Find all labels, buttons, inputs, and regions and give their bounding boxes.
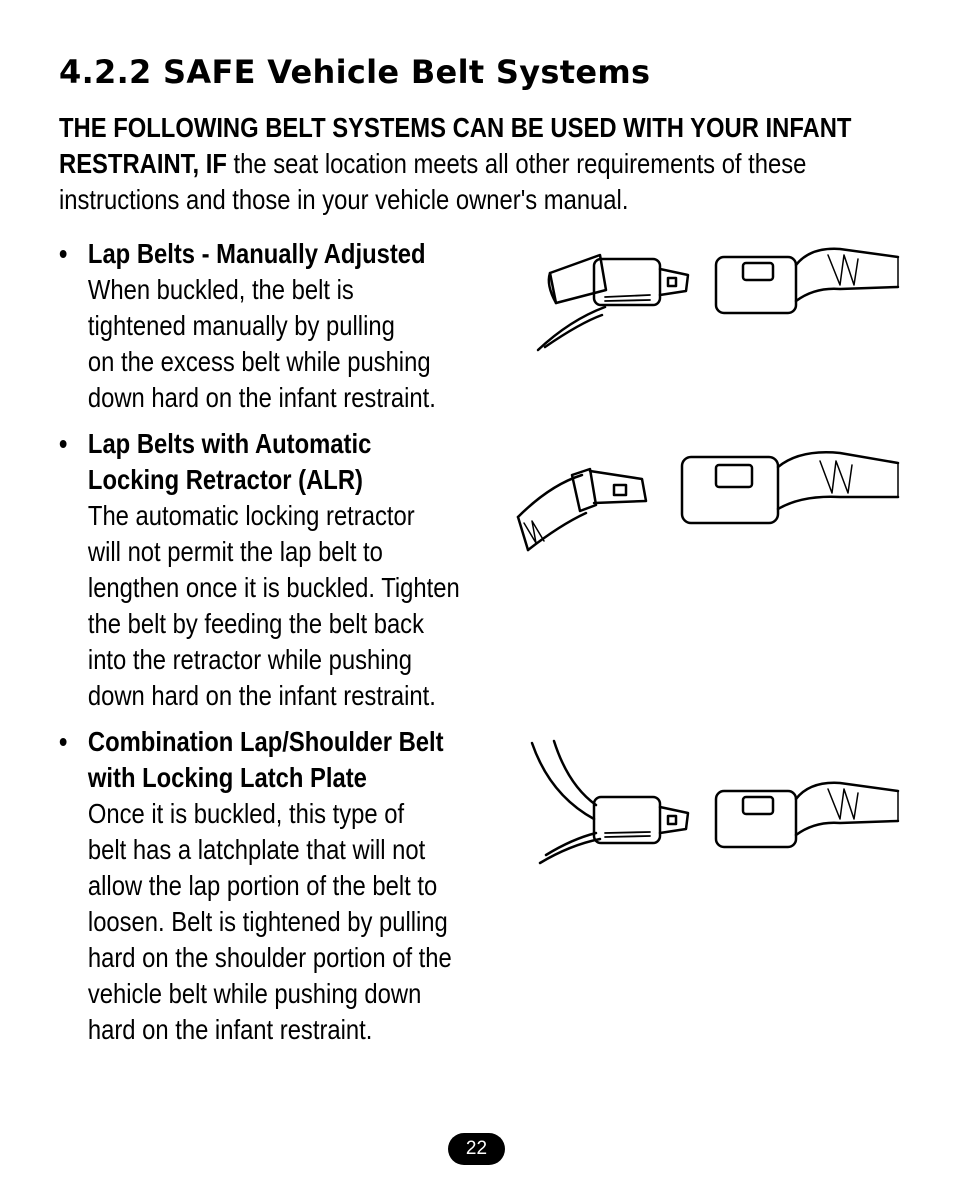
page-number: 22	[448, 1133, 505, 1165]
section-body: When buckled, the belt is tightened manu…	[87, 274, 436, 413]
intro-lead: THE FOLLOWING BELT SYSTEMS CAN BE USED W…	[59, 112, 852, 179]
section-lap-belts-alr: • Lap Belts with Automatic Locking Retra…	[59, 426, 535, 714]
section-body: Once it is buckled, this type of belt ha…	[87, 798, 452, 1045]
intro-rest: the seat location meets all other requir…	[59, 148, 807, 215]
lap-belt-alr-illustration	[516, 451, 900, 552]
intro-paragraph: THE FOLLOWING BELT SYSTEMS CAN BE USED W…	[59, 110, 909, 218]
lap-shoulder-belt-illustration	[530, 739, 900, 865]
section-title: Lap Belts - Manually Adjusted	[87, 238, 426, 269]
section-lap-shoulder-belt: • Combination Lap/Shoulder Belt with Loc…	[59, 724, 535, 1048]
bullet-marker: •	[59, 726, 68, 757]
bullet-marker: •	[59, 238, 68, 269]
section-heading: 4.2.2 SAFE Vehicle Belt Systems	[59, 53, 651, 91]
section-title: Lap Belts with Automatic Locking Retract…	[87, 428, 372, 495]
section-lap-belts-manual: • Lap Belts - Manually Adjusted When buc…	[59, 236, 535, 416]
section-body: The automatic locking retractor will not…	[87, 500, 460, 711]
bullet-marker: •	[59, 428, 68, 459]
lap-belt-manual-illustration	[536, 247, 900, 352]
section-title: Combination Lap/Shoulder Belt with Locki…	[87, 726, 444, 793]
